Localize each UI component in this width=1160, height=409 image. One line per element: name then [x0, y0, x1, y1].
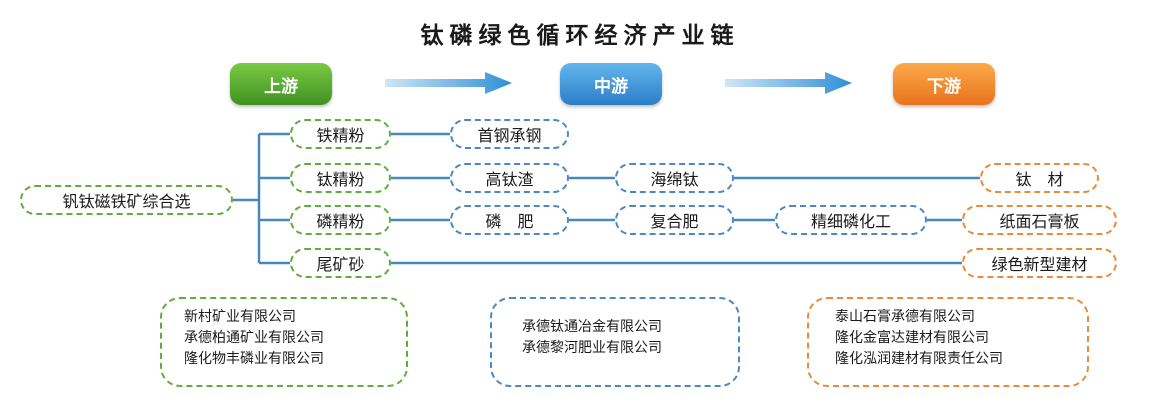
node-source: 钒钛磁铁矿综合选	[20, 185, 233, 215]
company-item: 隆化泓润建材有限责任公司	[835, 351, 1003, 367]
companies-upstream: 新村矿业有限公司 承德柏通矿业有限公司 隆化物丰磷业有限公司	[160, 297, 408, 387]
page-title: 钛磷绿色循环经济产业链	[420, 23, 740, 49]
node-green-building-material: 绿色新型建材	[962, 248, 1117, 278]
stage-midstream: 中游	[560, 63, 662, 105]
company-item: 新村矿业有限公司	[184, 309, 296, 325]
node-fine-phosphorus-chem: 精细磷化工	[775, 205, 927, 235]
company-item: 隆化金富达建材有限公司	[835, 330, 989, 346]
node-tailings: 尾矿砂	[290, 248, 391, 278]
node-phosphate-fertilizer: 磷 肥	[450, 205, 569, 235]
company-item: 承德钛通冶金有限公司	[522, 319, 662, 335]
node-high-ti-slag: 高钛渣	[450, 163, 569, 193]
node-gypsum-board: 纸面石膏板	[962, 205, 1117, 235]
node-iron-concentrate: 铁精粉	[290, 119, 391, 149]
companies-downstream: 泰山石膏承德有限公司 隆化金富达建材有限公司 隆化泓润建材有限责任公司	[807, 297, 1089, 387]
stage-arrow-1	[385, 72, 512, 94]
node-sponge-titanium: 海绵钛	[615, 163, 734, 193]
company-item: 泰山石膏承德有限公司	[835, 309, 975, 325]
company-item: 承德柏通矿业有限公司	[184, 330, 324, 346]
node-shougang: 首钢承钢	[450, 119, 569, 149]
node-phosphorus-concentrate: 磷精粉	[290, 205, 391, 235]
node-titanium-material: 钛 材	[980, 163, 1099, 193]
company-item: 承德黎河肥业有限公司	[522, 340, 662, 356]
stage-upstream: 上游	[230, 63, 332, 105]
stage-arrow-2	[725, 72, 852, 94]
stage-downstream: 下游	[893, 63, 995, 105]
node-compound-fertilizer: 复合肥	[615, 205, 734, 235]
company-item: 隆化物丰磷业有限公司	[184, 351, 324, 367]
node-titanium-concentrate: 钛精粉	[290, 163, 391, 193]
companies-midstream: 承德钛通冶金有限公司 承德黎河肥业有限公司	[490, 297, 740, 387]
